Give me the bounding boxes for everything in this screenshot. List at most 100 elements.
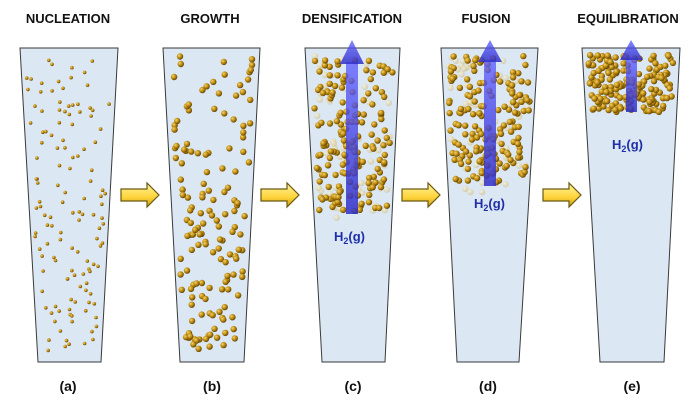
particle: [311, 53, 319, 60]
particle: [363, 67, 370, 74]
particle: [209, 312, 216, 319]
particle: [199, 194, 206, 201]
particle: [311, 57, 319, 65]
particle: [464, 177, 472, 184]
particle: [220, 316, 227, 323]
particle: [85, 259, 90, 263]
particle: [457, 160, 465, 168]
particle: [88, 269, 92, 274]
particle: [603, 88, 610, 96]
particle: [208, 212, 216, 219]
particle: [41, 130, 45, 134]
particle: [71, 210, 75, 215]
particle: [635, 81, 642, 88]
particle: [239, 273, 246, 280]
particle: [446, 99, 453, 107]
particle: [53, 258, 58, 263]
particle: [360, 111, 367, 118]
particle: [52, 255, 56, 260]
particle: [82, 341, 87, 346]
particle: [203, 168, 211, 176]
particle: [471, 123, 479, 130]
particle-cloud-equilibration: [585, 51, 677, 116]
particle: [314, 112, 321, 120]
particle: [89, 168, 94, 172]
particle: [652, 86, 660, 94]
particle: [603, 98, 611, 105]
particle: [211, 105, 218, 113]
particle: [464, 76, 471, 83]
particle: [240, 148, 247, 155]
particle: [383, 134, 390, 142]
particle: [466, 98, 473, 106]
particle: [644, 73, 651, 81]
stage-letter-e: (e): [623, 378, 640, 394]
particle: [247, 66, 254, 74]
particle: [462, 131, 469, 138]
particle: [67, 307, 72, 312]
particle: [187, 285, 195, 293]
particle: [371, 121, 378, 128]
particle: [453, 150, 460, 157]
particle: [37, 247, 42, 251]
particle: [385, 99, 392, 107]
particle: [63, 344, 67, 349]
particle: [206, 343, 213, 350]
particle: [92, 302, 97, 306]
particle: [248, 61, 256, 69]
particle: [53, 319, 57, 324]
particle: [326, 63, 333, 70]
particle: [372, 179, 379, 186]
particle: [473, 148, 480, 155]
particle: [666, 85, 673, 92]
particle: [335, 193, 342, 201]
particle: [171, 126, 178, 133]
particle: [495, 106, 502, 114]
particle: [100, 188, 105, 192]
particle: [313, 164, 321, 172]
particle: [222, 278, 229, 285]
particle: [473, 134, 481, 141]
particle: [195, 345, 202, 352]
particle: [329, 203, 336, 211]
particle: [446, 109, 453, 117]
particle: [320, 140, 327, 147]
particle: [590, 69, 597, 77]
particle: [93, 140, 98, 144]
particle: [358, 179, 365, 187]
stage-letter-a: (a): [59, 378, 76, 394]
particle: [509, 74, 517, 81]
particle: [386, 139, 393, 147]
particle: [317, 151, 324, 158]
particle: [650, 52, 657, 59]
particle: [230, 271, 237, 278]
particle: [514, 154, 522, 161]
particle: [38, 204, 43, 209]
particle: [452, 175, 459, 183]
particle: [469, 111, 477, 118]
particle: [97, 226, 102, 230]
particle: [221, 188, 228, 196]
particle: [222, 211, 229, 218]
gas-flow-arrow-densification: [340, 40, 364, 214]
particle: [325, 183, 332, 191]
particle: [58, 329, 63, 333]
particle: [369, 184, 376, 191]
particle: [177, 60, 184, 68]
particle: [38, 90, 43, 94]
particle: [503, 162, 510, 170]
particle: [185, 101, 192, 108]
particle: [35, 181, 40, 185]
particle: [479, 179, 486, 186]
particle: [33, 231, 38, 235]
particle: [187, 333, 194, 340]
particle: [476, 110, 483, 117]
particle: [203, 83, 210, 90]
particle: [613, 81, 621, 89]
particle: [94, 315, 98, 320]
particle: [515, 134, 522, 142]
particle: [90, 329, 94, 334]
particle: [510, 99, 517, 106]
particle: [380, 142, 387, 149]
particle: [458, 71, 465, 78]
